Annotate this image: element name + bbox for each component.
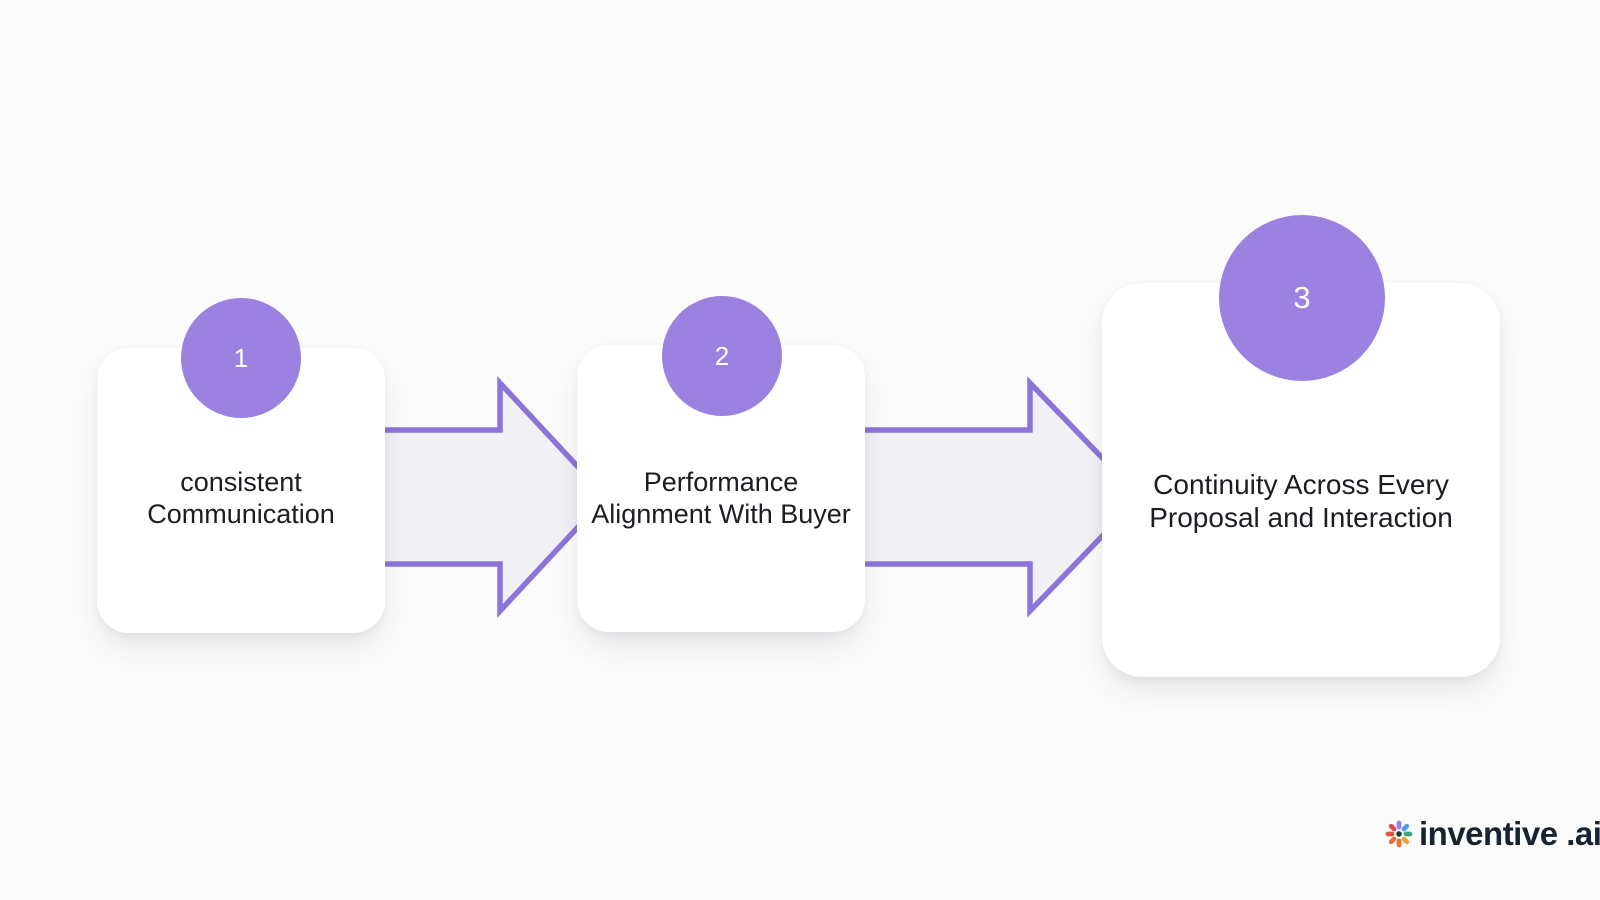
step-number-3: 3 bbox=[1293, 280, 1311, 315]
inventive-logo: inventive .ai bbox=[1384, 817, 1600, 850]
step-number-1: 1 bbox=[233, 342, 249, 373]
step-title-2-line-1: Performance bbox=[643, 466, 799, 497]
step-title-3-line-1: Continuity Across Every bbox=[1153, 469, 1449, 500]
inventive-logo-text: inventive .ai bbox=[1419, 815, 1600, 852]
step-title-2-line-2: Alignment With Buyer bbox=[591, 498, 851, 529]
step-number-badge-2: 2 bbox=[662, 296, 782, 416]
starburst-icon bbox=[1385, 820, 1413, 847]
step-title-1-line-1: consistent bbox=[180, 466, 302, 497]
arrow-right-icon bbox=[852, 376, 1144, 618]
arrow-right-icon bbox=[372, 376, 610, 618]
step-title-1-line-2: Communication bbox=[147, 498, 335, 529]
step-number-2: 2 bbox=[714, 340, 730, 371]
step-title-3-line-2: Proposal and Interaction bbox=[1149, 502, 1453, 533]
step-number-badge-3: 3 bbox=[1219, 215, 1385, 381]
step-number-badge-1: 1 bbox=[181, 298, 301, 418]
step-title-2: Performance Alignment With Buyer bbox=[591, 448, 851, 530]
step-title-3: Continuity Across Every Proposal and Int… bbox=[1149, 426, 1453, 534]
step-title-1: consistent Communication bbox=[147, 452, 335, 530]
